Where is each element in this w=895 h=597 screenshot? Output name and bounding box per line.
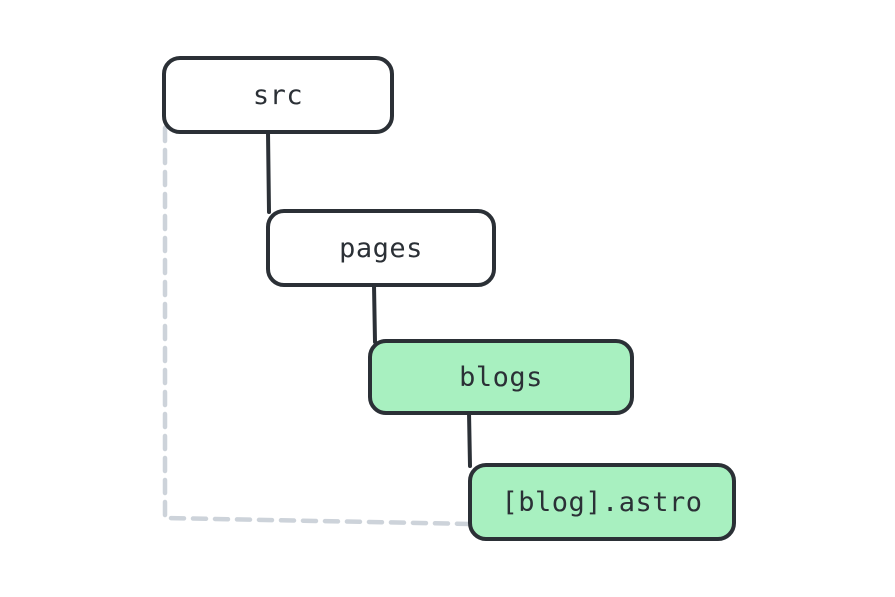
node-src-box: [162, 56, 394, 134]
node-blogs-box: [368, 339, 634, 415]
node-pages-box: [266, 209, 496, 287]
node-src-label: src: [252, 79, 304, 111]
edge-src-to-pages: [266, 130, 271, 214]
edge-pages-to-blogs: [372, 283, 377, 344]
node-blog-astro-box: [468, 463, 736, 541]
edge-src-to-blog-astro-dashed: [162, 125, 475, 527]
node-pages-label: pages: [339, 232, 423, 264]
node-blog-astro-label: [blog].astro: [501, 486, 703, 518]
edge-blogs-to-blog-astro: [467, 410, 472, 468]
node-blogs-label: blogs: [459, 361, 543, 393]
